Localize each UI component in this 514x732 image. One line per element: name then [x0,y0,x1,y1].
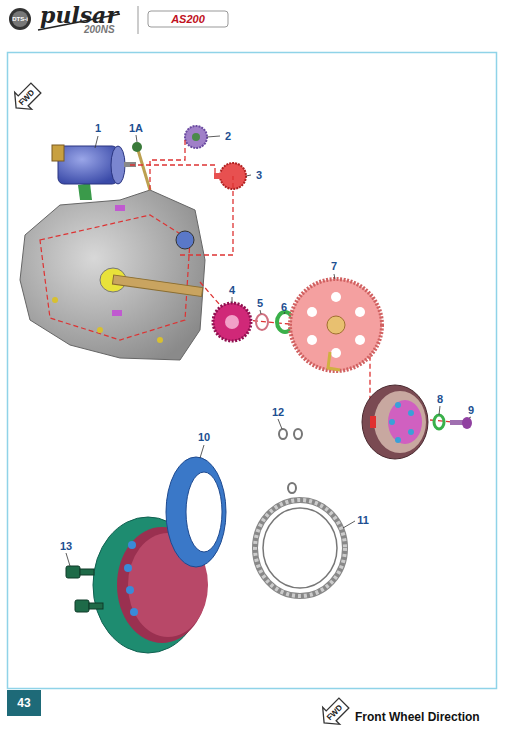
callout-number: 13 [60,541,72,552]
callout-number: 5 [257,298,263,309]
callout-number: 7 [331,261,337,272]
callout-number: 9 [468,405,474,416]
callout-number: 1 [95,123,101,134]
page-number: 43 [17,697,30,709]
callout-number: 3 [256,170,262,181]
model-logo: 200NS [84,25,115,35]
callout-number: 2 [225,131,231,142]
callout-number: 11 [357,515,369,526]
direction-note: Front Wheel Direction [355,711,480,723]
callout-number: 4 [229,285,235,296]
model-logo: AS200 [171,14,205,25]
callout-number: 6 [281,302,287,313]
callout-number: 1A [129,123,143,134]
dts-logo-text: DTS-i [12,16,28,22]
callout-number: 8 [437,394,443,405]
callout-number: 10 [198,432,210,443]
callout-number: 12 [272,407,284,418]
brand-logo: pulsar [40,4,118,26]
